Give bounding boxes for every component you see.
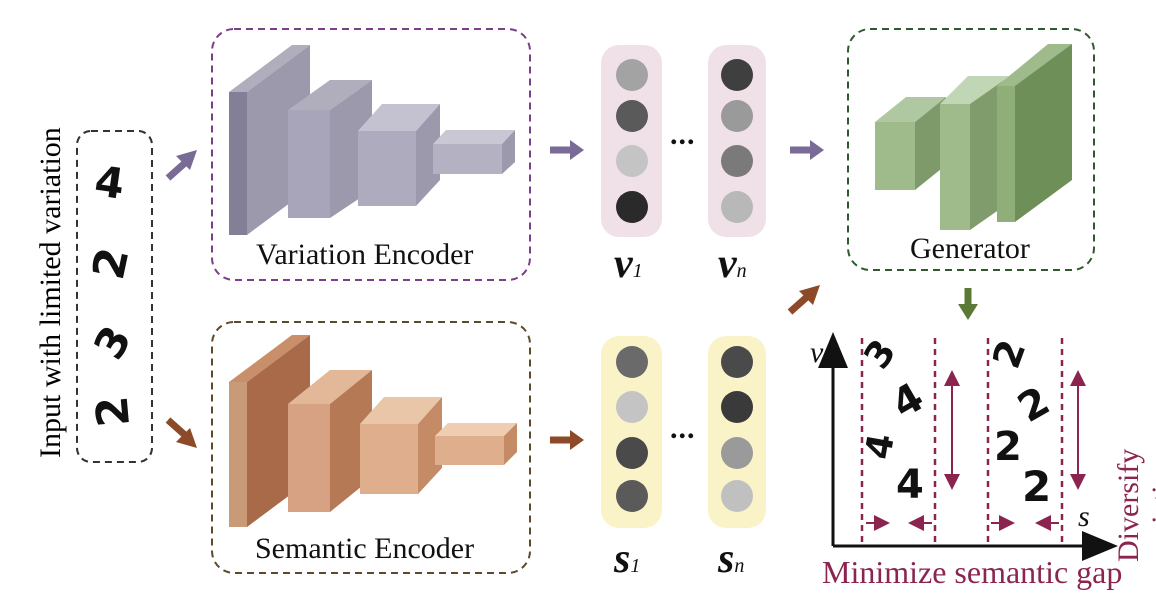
variation-encoder-box xyxy=(211,28,531,281)
arrow-to-semantic-encoder xyxy=(165,417,189,439)
latent-s1-column xyxy=(601,336,662,528)
latent-s1-label: s1 xyxy=(614,535,640,583)
plot-digit-right-4: 2 xyxy=(1022,462,1052,511)
semantic-encoder-label: Semantic Encoder xyxy=(255,532,475,565)
input-box xyxy=(76,130,153,463)
latent-sn-label: sn xyxy=(718,535,744,583)
latent-sn-column xyxy=(708,336,766,528)
plot-digit-right-3: 2 xyxy=(994,424,1022,470)
latent-vn-column xyxy=(708,45,766,237)
input-digit-4: 2 xyxy=(86,394,141,429)
latent-vn-label: vn xyxy=(718,240,747,288)
plot-y-label: v xyxy=(810,336,824,369)
variation-encoder-layers xyxy=(229,45,515,235)
plot-x-label: s xyxy=(1078,500,1090,533)
cluster-bounds xyxy=(860,338,1064,542)
latent-v1-label: v1 xyxy=(614,240,643,288)
generator-box xyxy=(847,28,1095,271)
latent-vn-subscript: n xyxy=(736,260,747,282)
generator-layers xyxy=(875,44,1072,230)
latent-s-ellipsis: ... xyxy=(670,412,696,445)
diversify-variation-label: Diversify variation xyxy=(1112,448,1156,562)
generator-label: Generator xyxy=(910,232,1030,265)
variation-encoder-label: Variation Encoder xyxy=(256,238,474,271)
minimize-semantic-gap-label: Minimize semantic gap xyxy=(822,554,1123,590)
semantic-encoder-box xyxy=(211,321,531,574)
latent-v1-column xyxy=(601,45,662,237)
latent-vn-symbol: v xyxy=(718,241,737,287)
latent-v-ellipsis: ... xyxy=(670,118,696,151)
plot-digit-left-4: 4 xyxy=(896,462,924,508)
semantic-encoder-layers xyxy=(229,335,517,527)
latent-v1-subscript: 1 xyxy=(632,260,643,282)
latent-s1-subscript: 1 xyxy=(630,555,641,577)
latent-sn-symbol: s xyxy=(718,536,735,582)
input-label: Input with limited variation xyxy=(34,127,67,458)
arrow-to-variation-encoder xyxy=(165,159,189,181)
latent-s1-symbol: s xyxy=(614,536,631,582)
latent-sn-subscript: n xyxy=(734,555,745,577)
latent-v1-symbol: v xyxy=(614,241,633,287)
arrow-s-to-generator xyxy=(787,293,811,315)
